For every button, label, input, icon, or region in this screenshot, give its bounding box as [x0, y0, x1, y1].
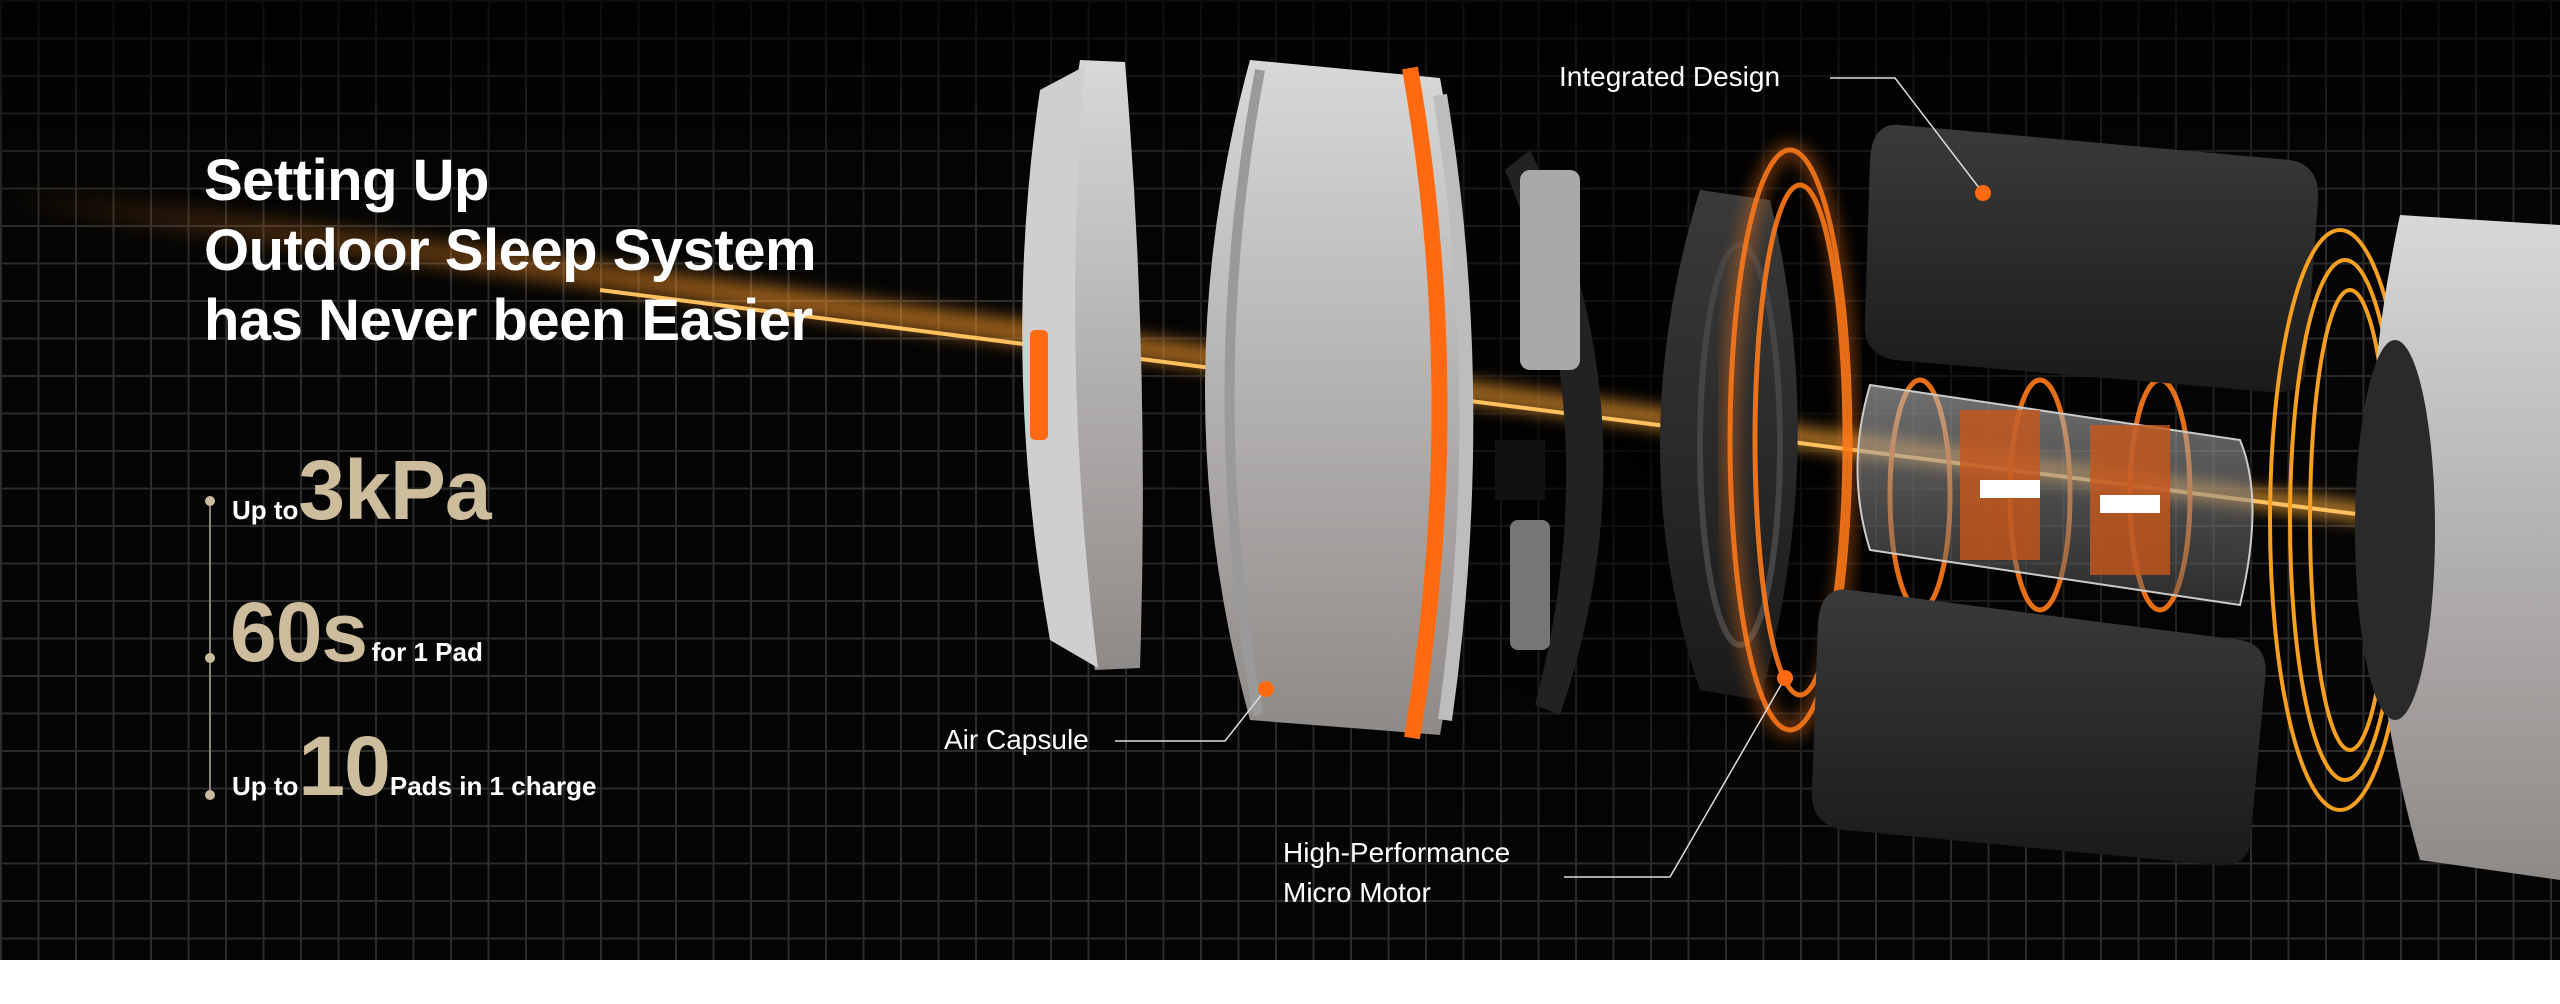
exploded-product-illustration	[0, 60, 2560, 880]
callout-motor-line1: High-Performance	[1283, 837, 1511, 868]
callout-lines	[1115, 77, 1984, 878]
circuit-board	[1495, 150, 1604, 715]
stat-pressure: Up to3kPa	[232, 442, 492, 539]
headline-line: Setting Up	[204, 148, 489, 213]
product-banner: Setting Up Outdoor Sleep System has Neve…	[0, 0, 2560, 960]
callout-dots	[1258, 185, 1991, 697]
timeline-dot	[205, 496, 215, 506]
timeline-dot	[205, 790, 215, 800]
magnet-top	[1864, 124, 2319, 393]
pump-housing	[2355, 215, 2560, 880]
magnet-bottom	[1811, 589, 2266, 866]
stat-value: 10	[298, 719, 390, 813]
stat-value: 3kPa	[298, 443, 491, 537]
stat-prefix: Up to	[232, 771, 299, 801]
callout-air-capsule: Air Capsule	[944, 724, 1089, 755]
stat-suffix: for 1 Pad	[371, 637, 483, 667]
headline-line: has Never been Easier	[204, 288, 813, 353]
stat-value: 60s	[230, 585, 368, 679]
callout-integrated-design: Integrated Design	[1559, 61, 1781, 92]
stat-prefix: Up to	[232, 495, 299, 525]
stat-suffix: Pads in 1 charge	[389, 771, 597, 801]
timeline-dot	[205, 653, 215, 663]
bottom-margin	[0, 960, 2560, 1004]
stat-pads: Up to10Pads in 1 charge	[232, 718, 597, 815]
callout-motor-line2: Micro Motor	[1283, 877, 1431, 908]
headline: Setting Up Outdoor Sleep System has Neve…	[204, 146, 817, 356]
stat-time: 60s for 1 Pad	[230, 584, 483, 681]
air-capsule	[1205, 60, 1474, 740]
timeline-line	[209, 501, 211, 795]
headline-line: Outdoor Sleep System	[204, 218, 817, 283]
end-cap	[1022, 60, 1143, 670]
micro-motor	[1856, 383, 2254, 607]
